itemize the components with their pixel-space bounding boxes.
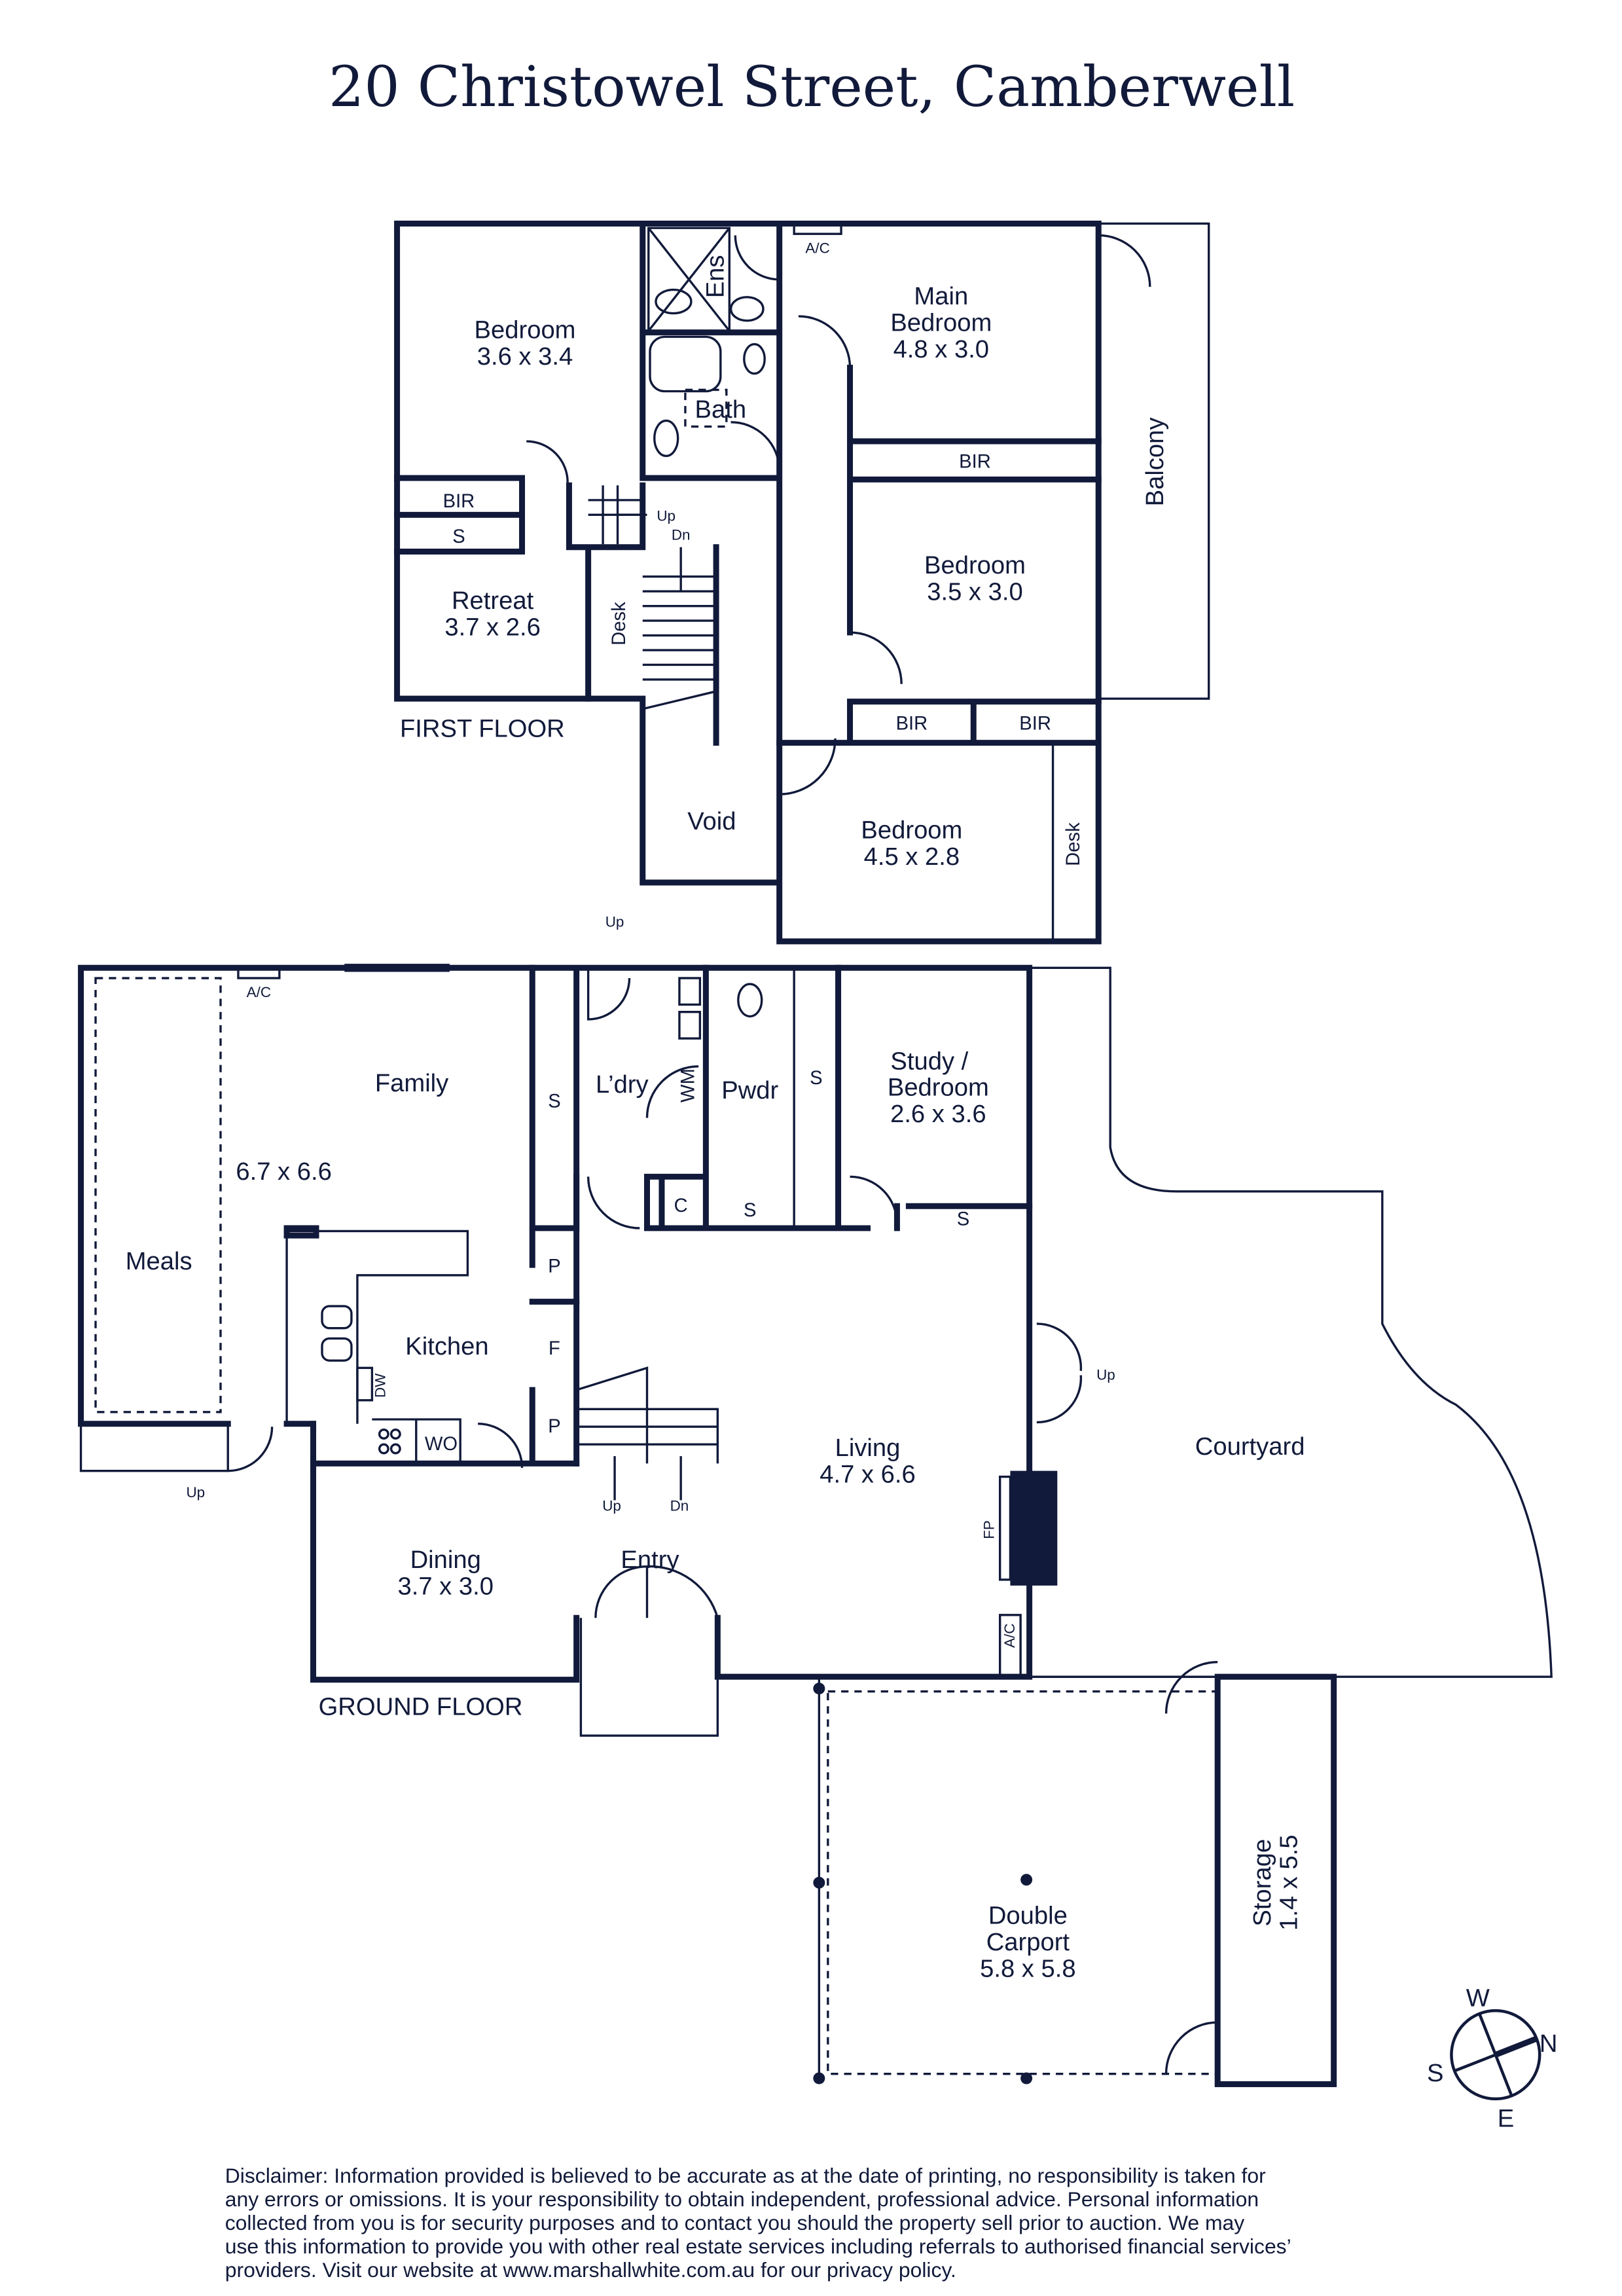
room-name: Balcony xyxy=(1141,417,1169,507)
stairs-ground-floor xyxy=(576,1366,719,1501)
bir-label: BIR xyxy=(959,451,991,472)
ac-unit xyxy=(793,222,842,235)
compass-rose: W N S E xyxy=(1427,1984,1558,2132)
compass-south: S xyxy=(1427,2059,1443,2087)
bir-label: BIR xyxy=(896,713,928,734)
cupboard-label: C xyxy=(674,1195,688,1216)
disclaimer-line: Disclaimer: Information provided is beli… xyxy=(225,2164,1266,2187)
storage-outline xyxy=(1214,1673,1337,2087)
fireplace-label: FP xyxy=(981,1520,998,1539)
storage-label: S xyxy=(810,1068,822,1089)
room-size: 4.8 x 3.0 xyxy=(893,335,990,363)
bir-label: BIR xyxy=(443,491,475,512)
meals-area-outline xyxy=(94,977,222,1413)
storage-label: S xyxy=(548,1091,560,1112)
room-name: Double xyxy=(988,1902,1068,1930)
fridge-label: F xyxy=(549,1338,560,1359)
disclaimer-line: providers. Visit our website at www.mars… xyxy=(225,2258,956,2282)
room-name: Family xyxy=(375,1069,449,1097)
first-floor-plan: A/C Bedroom 3.6 x 3.4 Ens Bath Main Bedr… xyxy=(394,221,1210,945)
compass-west: W xyxy=(1466,1984,1490,2012)
room-name: Bath xyxy=(695,395,747,424)
stair-down-label: Dn xyxy=(672,527,691,543)
disclaimer-line: use this information to provide you with… xyxy=(225,2234,1291,2258)
room-name: Bedroom xyxy=(924,551,1026,579)
compass-north: N xyxy=(1540,2030,1558,2058)
room-size: 4.7 x 6.6 xyxy=(820,1461,916,1489)
storage-label: S xyxy=(744,1200,756,1221)
wall-oven-label: WO xyxy=(425,1434,458,1455)
room-size: 3.6 x 3.4 xyxy=(477,342,573,371)
step-up-label: Up xyxy=(1096,1366,1115,1383)
page-title: 20 Christowel Street, Camberwell xyxy=(329,55,1295,120)
room-size: 5.8 x 5.8 xyxy=(980,1954,1076,1982)
room-name: Bedroom xyxy=(475,316,576,344)
floor-label: GROUND FLOOR xyxy=(319,1693,523,1721)
balcony-outline xyxy=(1097,222,1210,700)
room-size: 2.6 x 3.6 xyxy=(890,1100,986,1128)
disclaimer-line: any errors or omissions. It is your resp… xyxy=(225,2187,1259,2211)
room-name: Pwdr xyxy=(721,1076,778,1104)
bir-label: BIR xyxy=(1019,713,1051,734)
fireplace xyxy=(1010,1470,1058,1586)
step-up-label: Up xyxy=(186,1484,205,1501)
desk-label: Desk xyxy=(609,602,630,646)
stair-up-label: Up xyxy=(657,507,676,524)
room-name: Main xyxy=(914,282,968,310)
room-size: 1.4 x 5.5 xyxy=(1275,1834,1303,1931)
floor-label: FIRST FLOOR xyxy=(400,715,565,743)
stairs-first-floor xyxy=(588,485,717,710)
room-name: Carport xyxy=(986,1928,1070,1956)
room-name: L’dry xyxy=(596,1070,649,1099)
room-size: 6.7 x 6.6 xyxy=(236,1157,332,1186)
ac-label: A/C xyxy=(1001,1624,1018,1648)
room-name: Bedroom xyxy=(890,309,992,337)
room-name: Study / xyxy=(890,1047,968,1075)
dishwasher-label: DW xyxy=(372,1373,389,1398)
compass-east: E xyxy=(1498,2105,1514,2133)
room-name: Void xyxy=(687,807,736,835)
room-name: Meals xyxy=(126,1247,192,1275)
room-name: Bedroom xyxy=(888,1074,989,1102)
disclaimer-line: collected from you is for security purpo… xyxy=(225,2211,1245,2234)
ac-label: A/C xyxy=(805,240,829,256)
ground-floor-plan: A/C Family 6.7 x 6.6 Meals Kitchen DW WO… xyxy=(78,913,1553,2087)
stair-down-label: Dn xyxy=(670,1497,689,1514)
room-name: Retreat xyxy=(452,587,534,615)
stair-up-label: Up xyxy=(605,913,624,930)
storage-label: S xyxy=(957,1209,969,1230)
room-name: Dining xyxy=(410,1546,481,1574)
pantry-label: P xyxy=(548,1416,560,1437)
storage-label: S xyxy=(452,526,465,547)
room-name: Storage xyxy=(1248,1839,1276,1927)
desk-label: Desk xyxy=(1063,822,1084,866)
room-name: Living xyxy=(835,1434,901,1462)
room-name: Entry xyxy=(621,1546,679,1574)
ac-label: A/C xyxy=(247,984,271,1000)
room-size: 4.5 x 2.8 xyxy=(864,843,960,871)
room-name: Bedroom xyxy=(861,816,962,845)
room-size: 3.5 x 3.0 xyxy=(927,578,1023,606)
disclaimer: Disclaimer: Information provided is beli… xyxy=(225,2164,1291,2282)
room-size: 3.7 x 3.0 xyxy=(397,1572,494,1600)
room-name: Courtyard xyxy=(1195,1432,1305,1461)
room-size: 3.7 x 2.6 xyxy=(444,613,541,642)
room-name: Ens xyxy=(701,255,729,298)
room-name: Kitchen xyxy=(405,1332,488,1360)
stair-up-label: Up xyxy=(602,1497,621,1514)
pantry-label: P xyxy=(548,1256,560,1277)
washing-machine-label: WM xyxy=(677,1068,698,1102)
